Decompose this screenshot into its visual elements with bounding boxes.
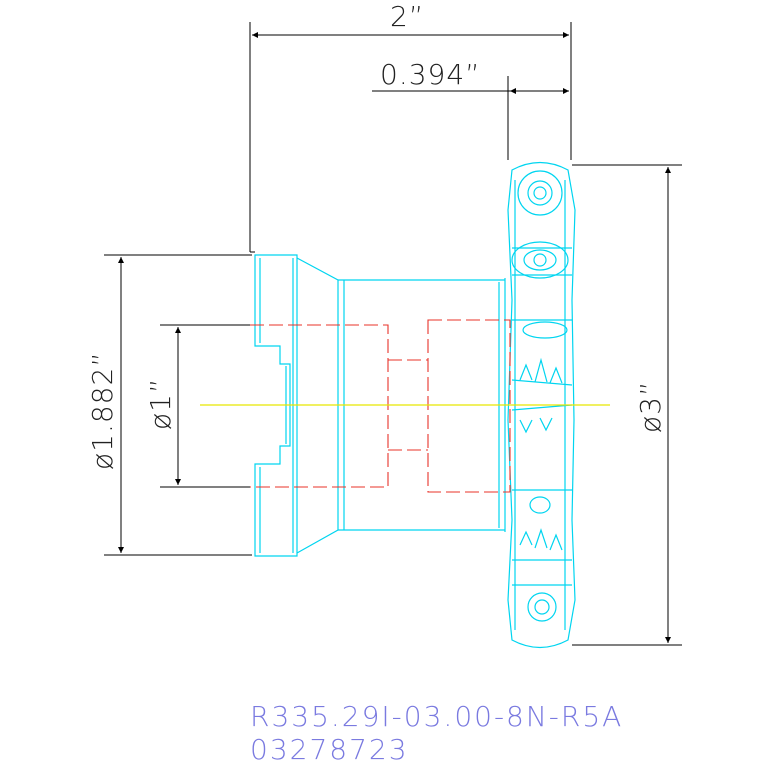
part-code: R335.29I-03.00-8N-R5A [250, 700, 624, 733]
body-diameter-label: ø1.882” [86, 351, 119, 470]
overall-length-label: 2” [390, 0, 424, 33]
dimension-insert-width: 0.394” [372, 58, 569, 160]
dimension-cutter-diameter: ø3” [572, 164, 682, 646]
insert-width-label: 0.394” [380, 58, 481, 91]
part-number: 03278723 [250, 733, 409, 766]
hidden-lines [250, 319, 511, 493]
dimension-body-diameter: ø1.882” [86, 254, 252, 556]
dimension-bore-diameter: ø1” [144, 324, 250, 488]
cutter-body-outline [254, 161, 576, 649]
bore-diameter-label: ø1” [144, 378, 177, 430]
cutter-diameter-label: ø3” [634, 381, 667, 433]
dimension-overall-length: 2” [249, 0, 572, 253]
